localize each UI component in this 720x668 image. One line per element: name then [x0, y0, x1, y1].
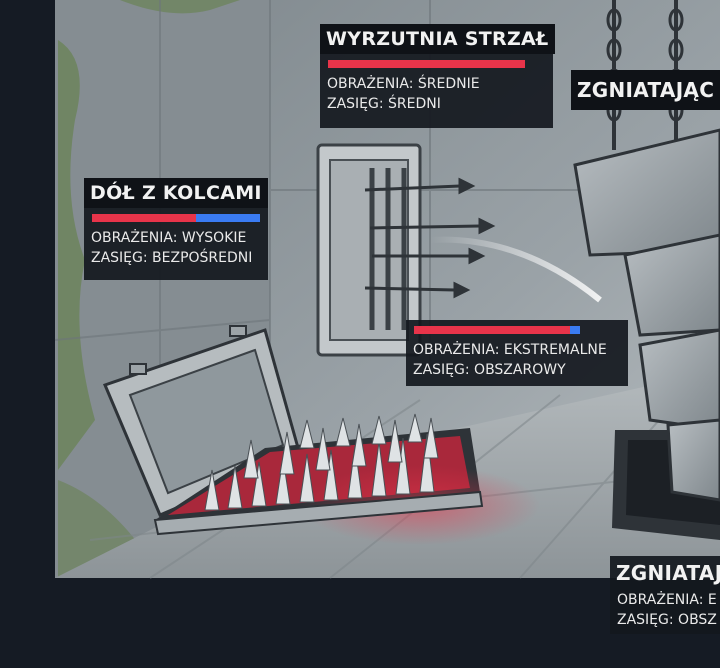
crusher-bottom-title: ZGNIATAJ — [616, 561, 720, 585]
crusher-block-icon — [573, 128, 720, 540]
spike-pit-damage-fill — [92, 214, 197, 222]
crusher-damage-fill — [414, 326, 571, 334]
crusher-damage-remainder — [570, 326, 580, 334]
spike-pit-range: ZASIĘG: BEZPOŚREDNI — [91, 250, 253, 266]
crusher-stats-panel: OBRAŻENIA: EKSTREMALNE ZASIĘG: OBSZAROWY — [406, 320, 628, 386]
crusher-top-panel: ZGNIATAJĄC — [571, 70, 720, 110]
arrow-launcher-damage-bar — [328, 60, 525, 68]
crusher-bottom-panel: ZGNIATAJ OBRAŻENIA: E ZASIĘG: OBSZ — [610, 556, 720, 634]
crusher-bottom-range: ZASIĘG: OBSZ — [617, 612, 717, 628]
moss-left — [58, 40, 95, 470]
crusher-damage-bar — [414, 326, 580, 334]
crusher-top-title: ZGNIATAJĄC — [571, 70, 720, 110]
arrow-launcher-damage: OBRAŻENIA: ŚREDNIE — [327, 76, 480, 92]
crusher-range: ZASIĘG: OBSZAROWY — [413, 362, 566, 378]
moss-top — [120, 0, 240, 14]
arrow-launcher-panel: WYRZUTNIA STRZAŁ OBRAŻENIA: ŚREDNIE ZASI… — [320, 24, 555, 128]
spike-pit-damage: OBRAŻENIA: WYSOKIE — [91, 230, 247, 246]
arrow-launcher-icon — [316, 143, 602, 357]
crusher-bottom-damage: OBRAŻENIA: E — [617, 592, 717, 608]
crusher-damage: OBRAŻENIA: EKSTREMALNE — [413, 342, 607, 358]
spike-pit-icon — [102, 325, 540, 545]
arrow-launcher-range: ZASIĘG: ŚREDNI — [327, 96, 441, 112]
spike-pit-damage-bar — [92, 214, 260, 222]
arrow-launcher-damage-fill — [328, 60, 525, 68]
spike-pit-damage-remainder — [196, 214, 260, 222]
spike-pit-panel: DÓŁ Z KOLCAMI OBRAŻENIA: WYSOKIE ZASIĘG:… — [84, 178, 268, 280]
arrow-launcher-title: WYRZUTNIA STRZAŁ — [320, 24, 555, 54]
spike-pit-title: DÓŁ Z KOLCAMI — [84, 178, 268, 208]
